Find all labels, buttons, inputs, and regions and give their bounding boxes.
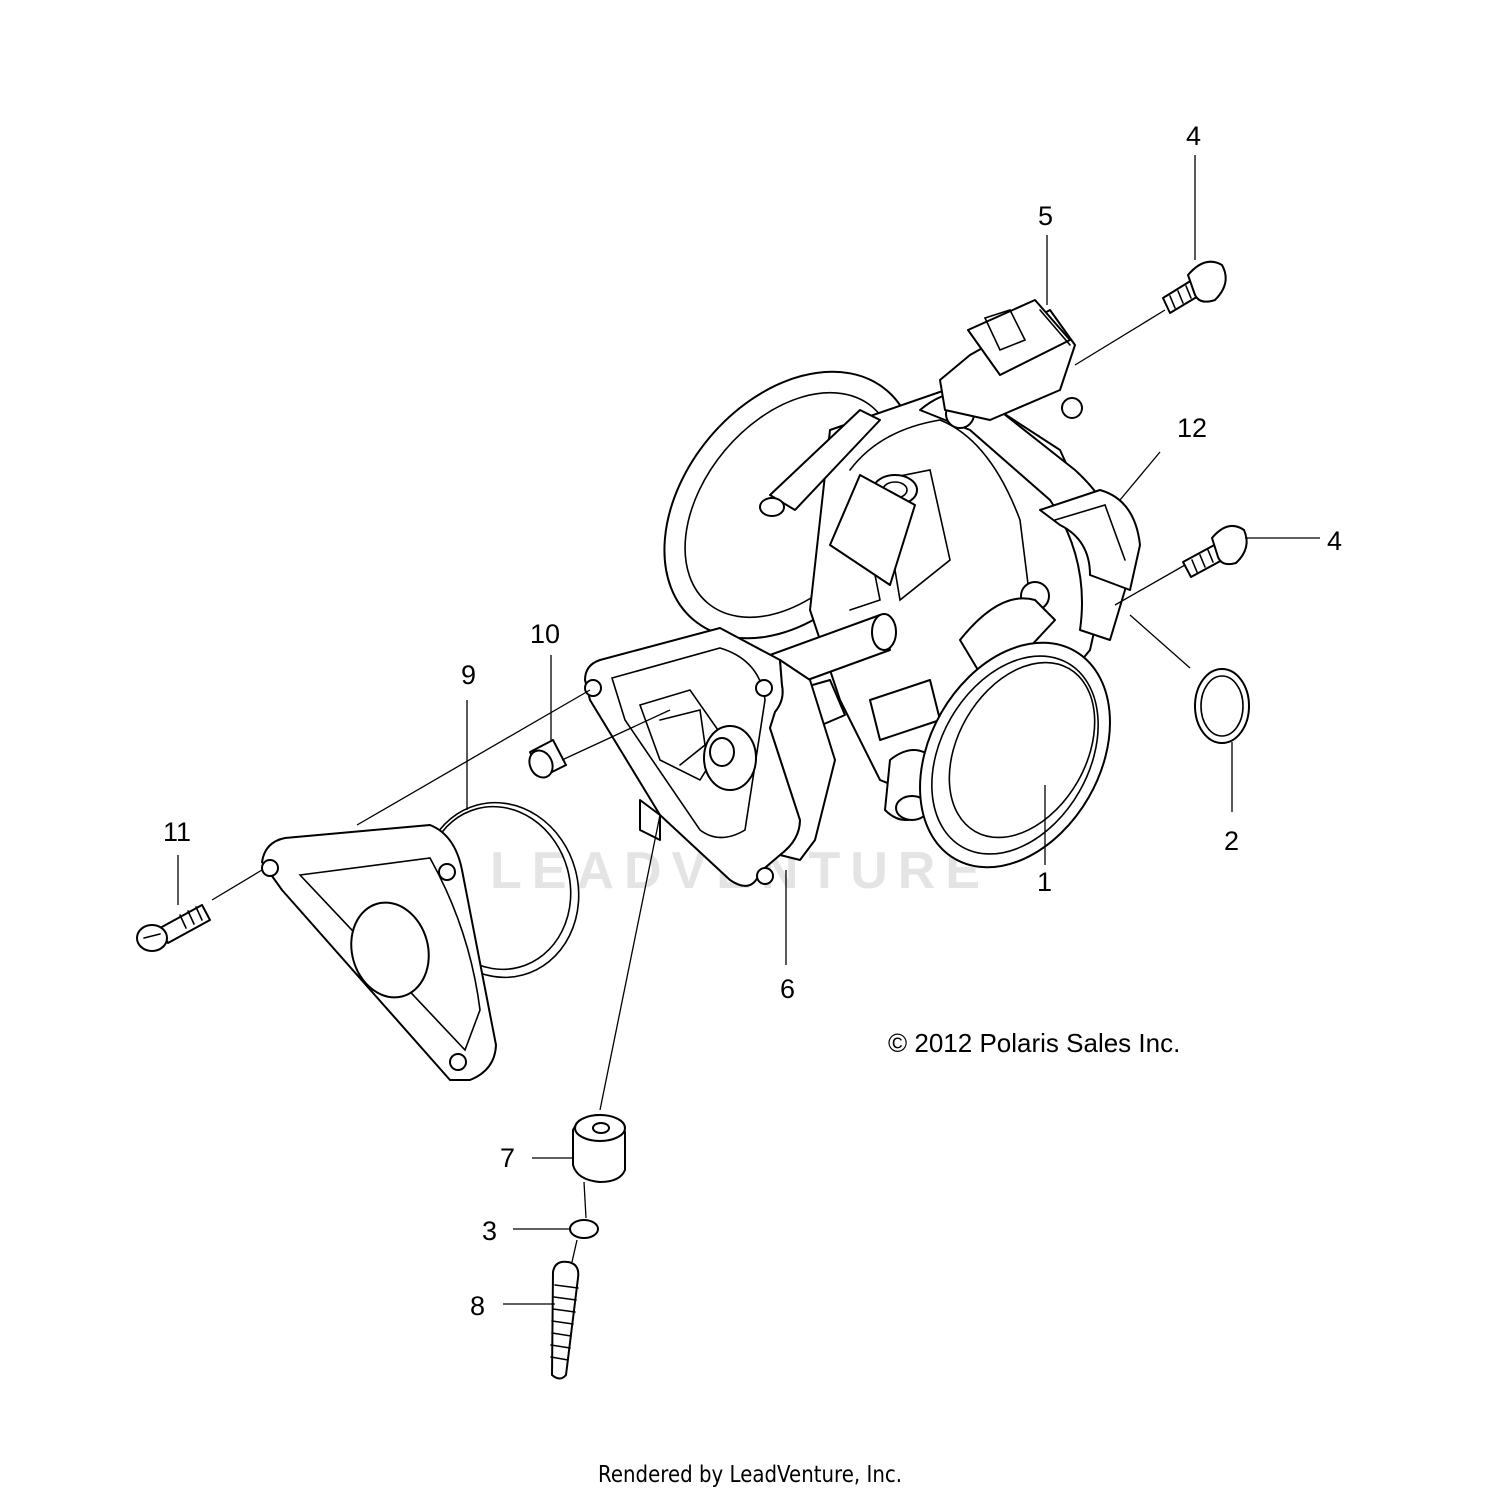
- callout-1: 1: [1037, 867, 1052, 897]
- pin-dowel[interactable]: [525, 739, 567, 781]
- callout-10: 10: [530, 619, 560, 649]
- spacer-bushing[interactable]: [572, 1114, 626, 1183]
- screw-top[interactable]: [1162, 260, 1227, 314]
- idle-air-housing[interactable]: [584, 627, 836, 887]
- throttle-position-sensor[interactable]: [939, 299, 1076, 421]
- adjustment-screw[interactable]: [550, 1260, 580, 1380]
- callout-4-top: 4: [1186, 121, 1201, 151]
- o-ring-large[interactable]: [1194, 668, 1250, 744]
- callout-7: 7: [500, 1143, 515, 1173]
- callout-2: 2: [1224, 826, 1239, 856]
- copyright-notice: © 2012 Polaris Sales Inc.: [888, 1028, 1180, 1058]
- footer-credit: Rendered by LeadVenture, Inc.: [597, 1462, 903, 1488]
- o-ring-small[interactable]: [569, 1219, 599, 1239]
- callout-4-right: 4: [1327, 526, 1342, 556]
- callout-9: 9: [461, 660, 476, 690]
- callout-11: 11: [163, 817, 191, 847]
- leader-lines: [177, 155, 1320, 1305]
- callout-6: 6: [780, 974, 795, 1004]
- screw-right[interactable]: [1182, 524, 1248, 578]
- flange-plate[interactable]: [1039, 489, 1141, 591]
- throttle-bore-ring[interactable]: [881, 609, 1148, 902]
- callout-12: 12: [1177, 413, 1207, 443]
- callout-3: 3: [482, 1216, 497, 1246]
- housing-cover[interactable]: [261, 824, 497, 1081]
- callout-8: 8: [470, 1291, 485, 1321]
- callout-5: 5: [1038, 201, 1053, 231]
- screw-cover[interactable]: [136, 904, 211, 952]
